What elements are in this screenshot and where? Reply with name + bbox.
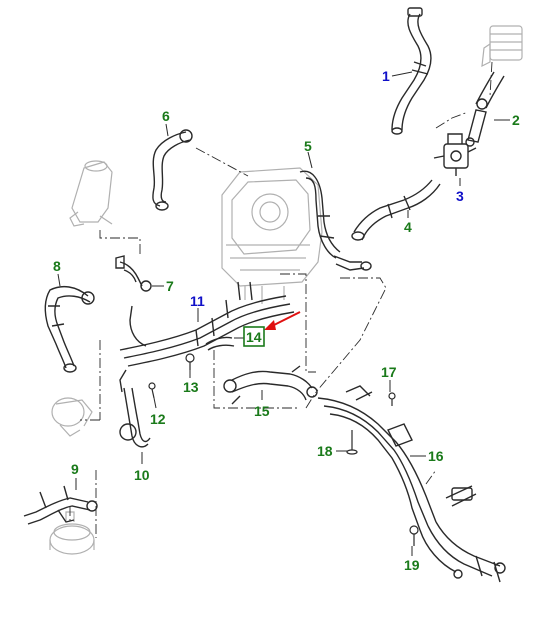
callout-3: 3 xyxy=(456,178,464,204)
hose-15 xyxy=(223,365,318,405)
valve-3 xyxy=(433,133,477,176)
callout-label: 10 xyxy=(134,467,150,483)
callout-label: 15 xyxy=(254,403,270,419)
callout-7: 7 xyxy=(152,278,174,294)
callout-label: 12 xyxy=(150,411,166,427)
callout-4: 4 xyxy=(404,210,412,235)
callout-label: 11 xyxy=(190,293,205,309)
callout-13: 13 xyxy=(183,370,199,395)
water-pump-ghost xyxy=(49,511,95,555)
callout-label: 16 xyxy=(428,448,444,464)
hose-11-harness xyxy=(119,281,295,393)
callout-label: 18 xyxy=(317,443,333,459)
callout-10: 10 xyxy=(134,452,150,483)
callout-label: 3 xyxy=(456,188,464,204)
bolt-19 xyxy=(409,525,419,546)
callout-label: 1 xyxy=(382,68,390,84)
bolt-12 xyxy=(148,382,156,399)
callout-16: 16 xyxy=(410,448,444,464)
callout-17: 17 xyxy=(381,364,397,392)
callout-label: 9 xyxy=(71,461,79,477)
callout-14: 14 xyxy=(234,326,265,347)
hose-7 xyxy=(115,255,152,292)
callout-5: 5 xyxy=(304,138,313,169)
callout-label: 7 xyxy=(166,278,174,294)
callout-label: 6 xyxy=(162,108,170,124)
hose-4 xyxy=(351,179,441,241)
hose-8 xyxy=(44,285,95,373)
callout-label: 14 xyxy=(246,329,262,345)
callout-label: 17 xyxy=(381,364,397,380)
callout-18: 18 xyxy=(317,443,348,459)
callout-label: 8 xyxy=(53,258,61,274)
callout-8: 8 xyxy=(53,258,61,287)
hose-10 xyxy=(119,387,151,448)
callout-11: 11 xyxy=(190,293,205,322)
bolt-18 xyxy=(346,430,358,455)
callout-14-box xyxy=(243,326,265,347)
callout-2: 2 xyxy=(494,112,520,128)
callout-label: 19 xyxy=(404,557,420,573)
hose-14 xyxy=(205,336,235,351)
hose-16-harness xyxy=(317,385,506,583)
pointer-arrow xyxy=(264,311,301,330)
callout-19: 19 xyxy=(404,546,420,573)
engine-block-ghost xyxy=(221,167,323,304)
hose-9 xyxy=(23,485,98,525)
hose-1 xyxy=(391,7,432,135)
callout-label: 4 xyxy=(404,219,412,235)
hose-2 xyxy=(465,71,505,147)
callout-12: 12 xyxy=(150,397,166,427)
callout-label: 5 xyxy=(304,138,312,154)
coolant-reservoir-ghost xyxy=(69,160,113,227)
bolt-17 xyxy=(388,392,396,406)
callout-9: 9 xyxy=(71,461,79,490)
oil-cooler-ghost xyxy=(481,25,523,68)
callout-label: 13 xyxy=(183,379,199,395)
hose-6 xyxy=(152,129,193,211)
callout-label: 2 xyxy=(512,112,520,128)
leader-lines xyxy=(69,61,493,538)
callout-1: 1 xyxy=(382,68,413,84)
auxiliary-pump-ghost xyxy=(51,397,93,437)
bolt-13 xyxy=(185,353,195,370)
hose-5 xyxy=(299,170,372,271)
callout-6: 6 xyxy=(162,108,170,137)
callout-15: 15 xyxy=(254,390,270,419)
